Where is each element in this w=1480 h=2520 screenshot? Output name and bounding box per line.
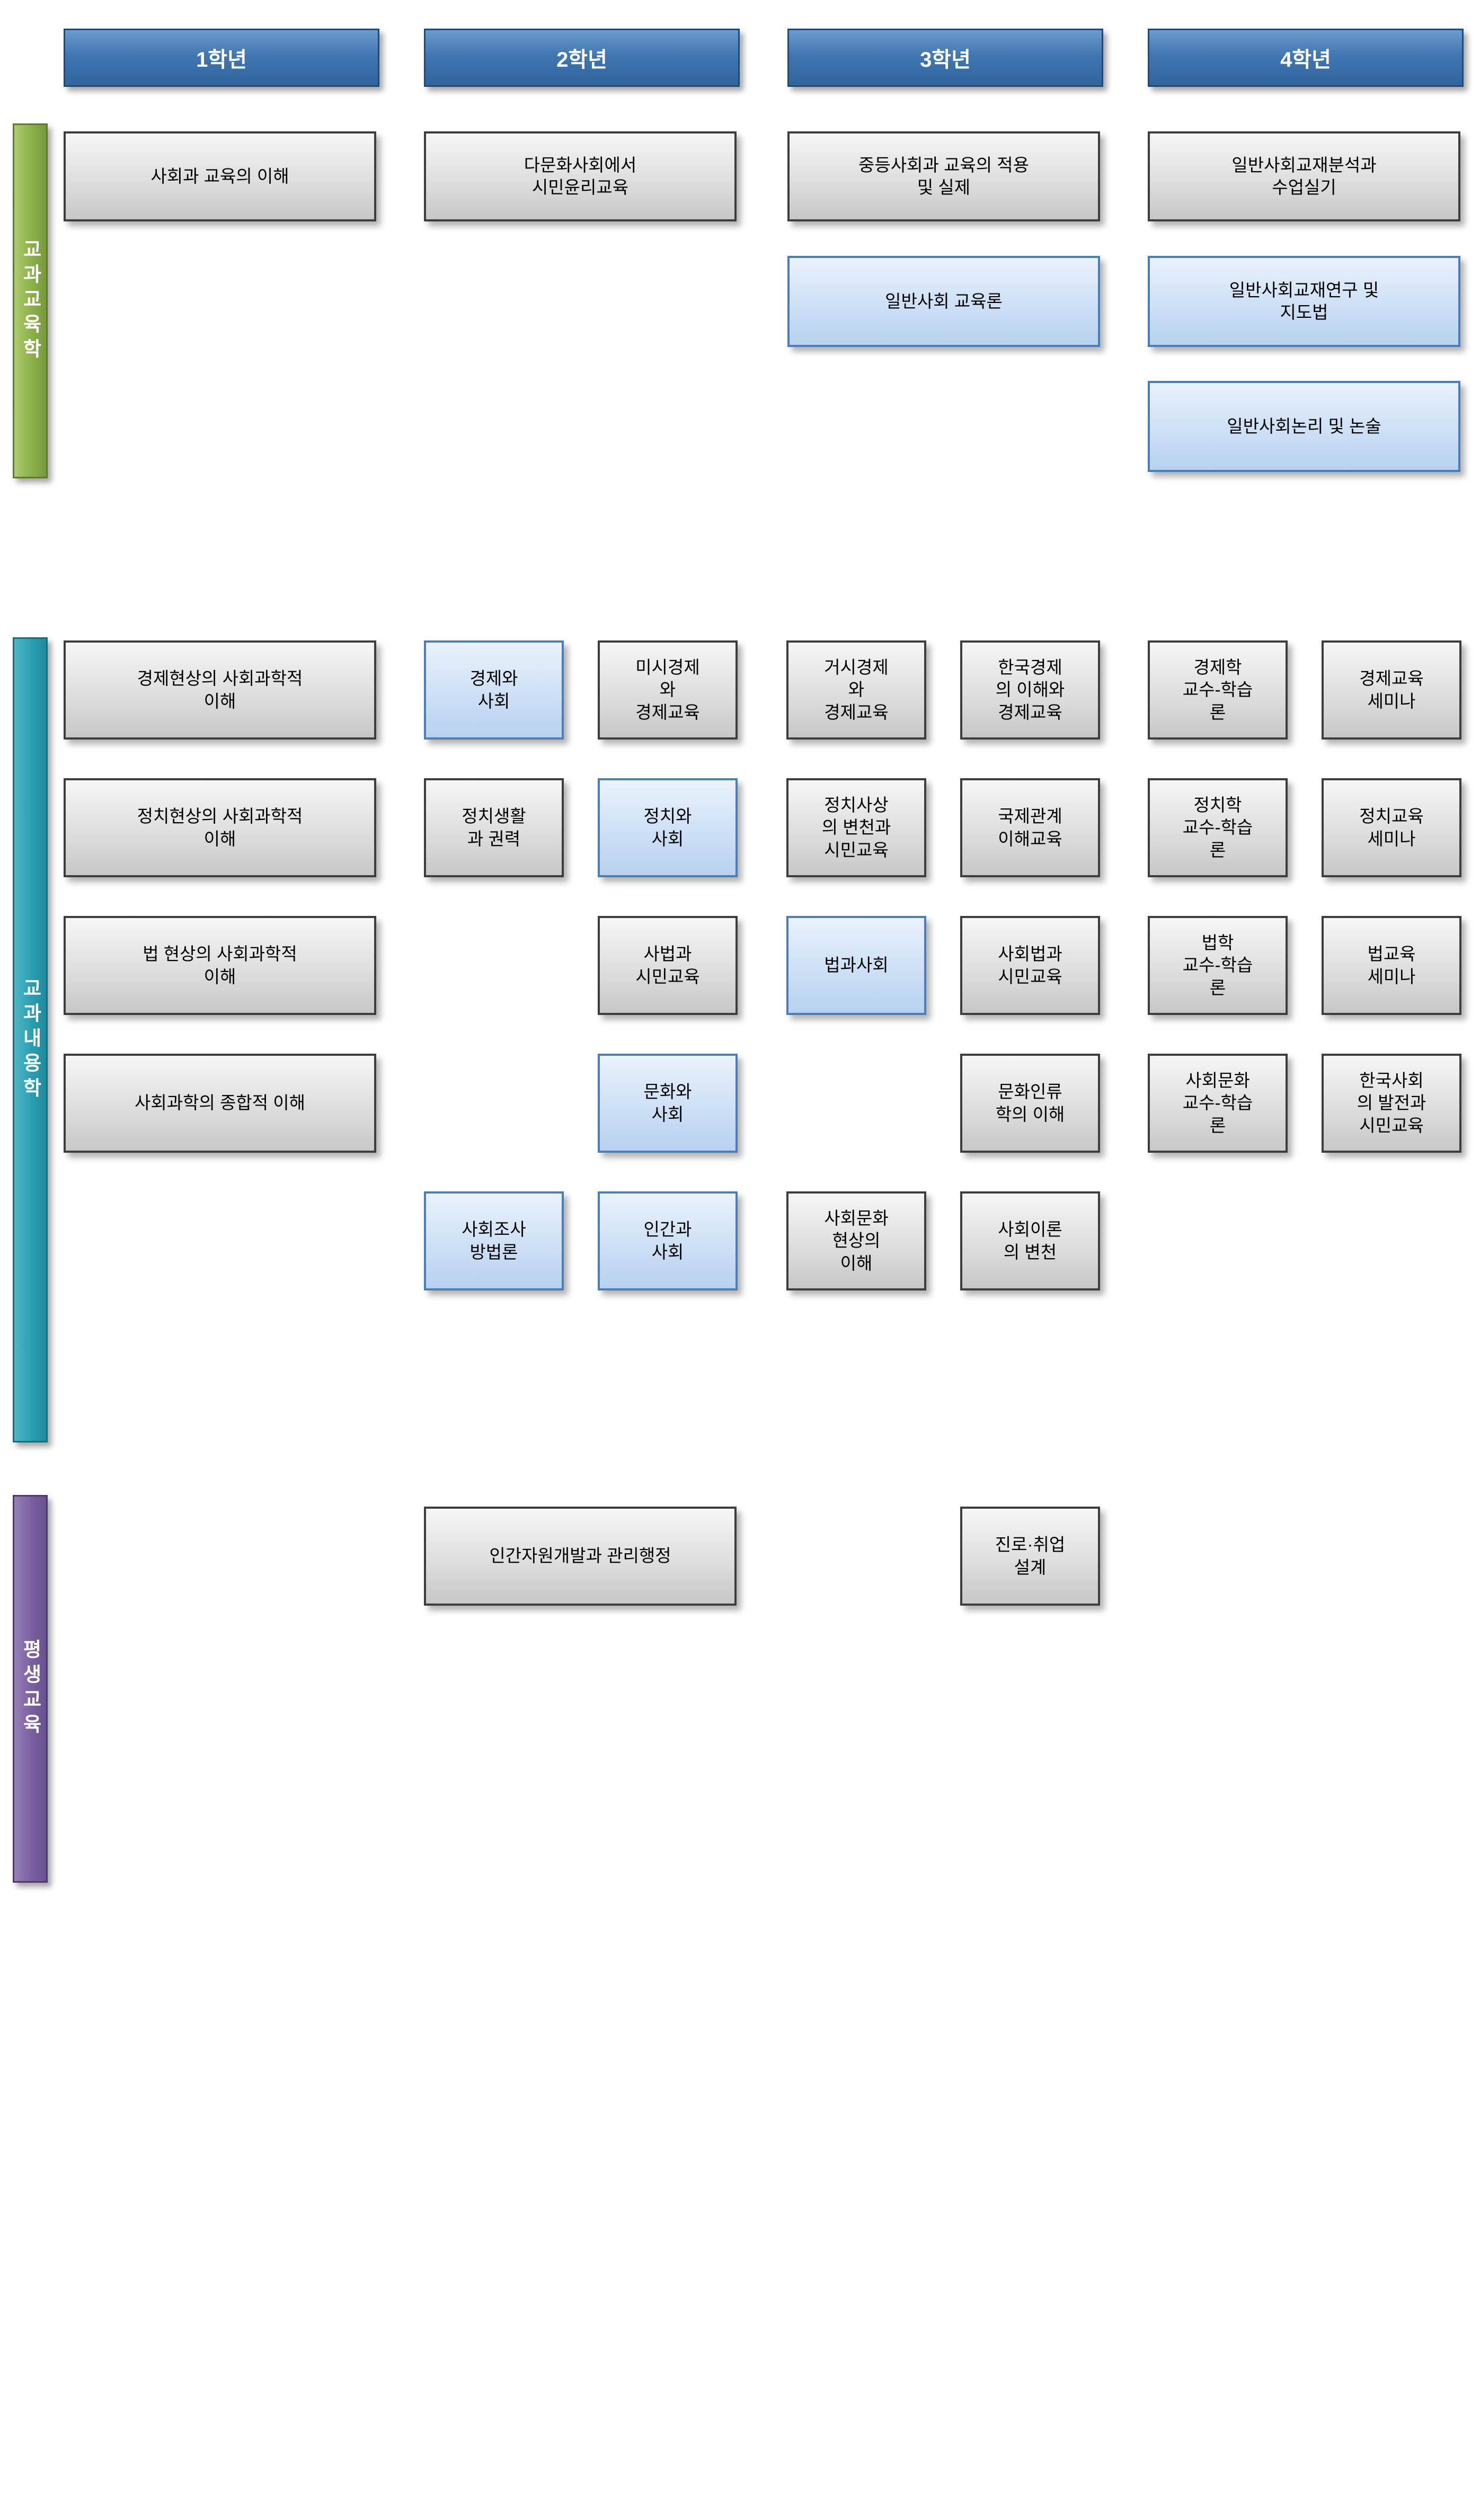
band-subject-pedagogy-label: 교과교육학	[20, 238, 41, 363]
course-box: 사회조사 방법론	[424, 1191, 564, 1290]
grade-header-4: 4학년	[1148, 29, 1464, 87]
course-label: 정치교육 세미나	[1359, 806, 1424, 849]
course-label: 정치사상 의 변천과 시민교육	[821, 795, 891, 860]
course-box: 진로·취업 설계	[960, 1507, 1100, 1606]
course-label: 거시경제 와 경제교육	[824, 657, 889, 722]
course-box: 사회법과 시민교육	[960, 916, 1100, 1015]
course-label: 중등사회과 교육의 적용 및 실제	[858, 155, 1029, 197]
course-label: 사회법과 시민교육	[998, 944, 1062, 986]
course-label: 경제교육 세미나	[1359, 669, 1424, 711]
course-box: 인간과 사회	[598, 1191, 738, 1290]
course-box: 법학 교수-학습 론	[1148, 916, 1288, 1015]
course-label: 국제관계 이해교육	[998, 806, 1062, 849]
band-subject-content: 교과내용학	[13, 637, 48, 1442]
course-box: 일반사회논리 및 논술	[1148, 381, 1460, 472]
course-box: 경제와 사회	[424, 640, 564, 740]
course-label: 일반사회논리 및 논술	[1227, 416, 1381, 436]
course-label: 일반사회교재연구 및 지도법	[1229, 280, 1379, 322]
course-box: 정치사상 의 변천과 시민교육	[786, 778, 926, 877]
grade-header-1-label: 1학년	[196, 48, 247, 72]
band-lifelong-education: 평생교육	[13, 1495, 48, 1883]
band-subject-content-label: 교과내용학	[20, 977, 41, 1102]
grade-header-3: 3학년	[787, 29, 1103, 87]
course-box: 일반사회교재분석과 수업실기	[1148, 131, 1460, 221]
grade-header-1: 1학년	[64, 29, 379, 87]
course-label: 일반사회 교육론	[885, 291, 1003, 311]
course-box: 일반사회 교육론	[787, 256, 1100, 347]
course-box: 문화인류 학의 이해	[960, 1054, 1100, 1153]
course-label: 경제와 사회	[469, 669, 518, 711]
course-label: 진로·취업 설계	[995, 1535, 1066, 1577]
course-box: 정치생활 과 권력	[424, 778, 564, 877]
course-label: 사회문화 현상의 이해	[824, 1208, 889, 1273]
course-label: 정치학 교수-학습 론	[1182, 795, 1253, 860]
course-label: 사회과학의 종합적 이해	[135, 1093, 305, 1113]
course-box: 다문화사회에서 시민윤리교육	[424, 131, 737, 221]
course-box: 사회문화 현상의 이해	[786, 1191, 926, 1290]
course-box: 정치와 사회	[598, 778, 738, 877]
course-box: 정치교육 세미나	[1322, 778, 1461, 877]
course-label: 일반사회교재분석과 수업실기	[1231, 155, 1377, 197]
course-label: 경제학 교수-학습 론	[1182, 657, 1253, 722]
grade-header-4-label: 4학년	[1280, 48, 1331, 72]
course-label: 정치생활 과 권력	[462, 806, 526, 849]
course-box: 한국경제 의 이해와 경제교육	[960, 640, 1100, 740]
course-label: 문화인류 학의 이해	[995, 1082, 1065, 1124]
course-box: 인간자원개발과 관리행정	[424, 1507, 737, 1606]
course-box: 경제현상의 사회과학적 이해	[64, 640, 376, 740]
course-label: 인간과 사회	[643, 1219, 692, 1262]
course-box: 거시경제 와 경제교육	[786, 640, 926, 740]
course-label: 문화와 사회	[643, 1082, 692, 1124]
course-box: 사법과 시민교육	[598, 916, 738, 1015]
course-box: 사회문화 교수-학습 론	[1148, 1054, 1288, 1153]
course-box: 한국사회 의 발전과 시민교육	[1322, 1054, 1461, 1153]
course-label: 경제현상의 사회과학적 이해	[137, 669, 303, 711]
course-label: 법과사회	[824, 955, 889, 975]
band-lifelong-education-label: 평생교육	[20, 1639, 41, 1739]
course-label: 법학 교수-학습 론	[1182, 933, 1253, 998]
course-label: 사법과 시민교육	[635, 944, 700, 986]
course-label: 사회이론 의 변천	[998, 1219, 1062, 1262]
course-box: 사회과 교육의 이해	[64, 131, 376, 221]
grade-header-2: 2학년	[424, 29, 740, 87]
course-label: 사회조사 방법론	[462, 1219, 526, 1262]
course-box: 정치현상의 사회과학적 이해	[64, 778, 376, 877]
course-label: 사회문화 교수-학습 론	[1182, 1071, 1253, 1135]
course-box: 사회과학의 종합적 이해	[64, 1054, 376, 1153]
course-box: 경제학 교수-학습 론	[1148, 640, 1288, 740]
course-label: 미시경제 와 경제교육	[635, 657, 700, 722]
course-box: 중등사회과 교육의 적용 및 실제	[787, 131, 1100, 221]
course-box: 미시경제 와 경제교육	[598, 640, 738, 740]
course-box: 사회이론 의 변천	[960, 1191, 1100, 1290]
course-label: 한국경제 의 이해와 경제교육	[995, 657, 1065, 722]
course-box: 법과사회	[786, 916, 926, 1015]
course-label: 인간자원개발과 관리행정	[489, 1546, 671, 1566]
course-label: 법교육 세미나	[1367, 944, 1416, 986]
band-subject-pedagogy: 교과교육학	[13, 123, 48, 478]
course-box: 문화와 사회	[598, 1054, 738, 1153]
course-label: 정치현상의 사회과학적 이해	[137, 806, 303, 849]
course-box: 법 현상의 사회과학적 이해	[64, 916, 376, 1015]
course-box: 법교육 세미나	[1322, 916, 1461, 1015]
course-label: 정치와 사회	[643, 806, 692, 849]
course-label: 한국사회 의 발전과 시민교육	[1357, 1071, 1426, 1135]
course-label: 법 현상의 사회과학적 이해	[143, 944, 297, 986]
course-box: 일반사회교재연구 및 지도법	[1148, 256, 1460, 347]
grade-header-2-label: 2학년	[556, 48, 607, 72]
course-label: 사회과 교육의 이해	[150, 166, 289, 186]
course-box: 정치학 교수-학습 론	[1148, 778, 1288, 877]
course-box: 국제관계 이해교육	[960, 778, 1100, 877]
course-label: 다문화사회에서 시민윤리교육	[524, 155, 637, 197]
course-box: 경제교육 세미나	[1322, 640, 1461, 740]
grade-header-3-label: 3학년	[920, 48, 971, 72]
